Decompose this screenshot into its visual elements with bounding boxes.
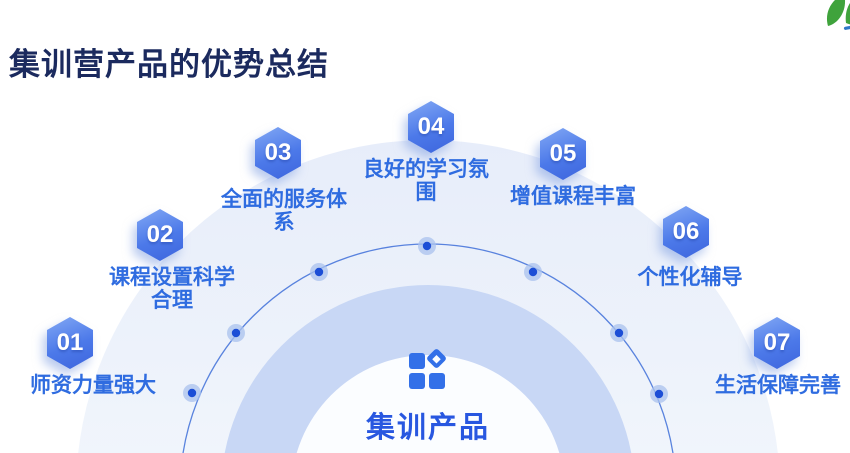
advantage-number: 02 bbox=[146, 221, 174, 248]
center-product-block: 集训产品 bbox=[338, 347, 518, 446]
hexagon-number-badge: 06 bbox=[663, 206, 709, 258]
advantage-item-5: 05 增值课程丰富 bbox=[508, 128, 638, 208]
brand-logo-leaf-icon bbox=[824, 0, 850, 42]
advantage-number: 06 bbox=[672, 218, 700, 245]
advantage-item-3: 03 全面的服务体系 bbox=[219, 127, 349, 234]
center-product-title: 集训产品 bbox=[365, 412, 490, 444]
advantage-label: 生活保障完善 bbox=[715, 374, 841, 397]
advantage-label: 师资力量强大 bbox=[30, 374, 156, 397]
advantage-number: 07 bbox=[763, 329, 791, 356]
advantage-number: 01 bbox=[56, 329, 84, 356]
advantage-item-6: 06 个性化辅导 bbox=[625, 206, 755, 289]
hexagon-number-badge: 01 bbox=[47, 317, 93, 369]
advantage-item-1: 01 师资力量强大 bbox=[28, 317, 158, 397]
advantage-item-7: 07 生活保障完善 bbox=[713, 317, 843, 397]
hexagon-number-badge: 02 bbox=[137, 209, 183, 261]
advantage-number: 05 bbox=[549, 140, 577, 167]
hexagon-number-badge: 07 bbox=[754, 317, 800, 369]
advantage-item-4: 04 良好的学习氛围 bbox=[361, 101, 491, 204]
page-title: 集训营产品的优势总结 bbox=[9, 46, 329, 82]
advantage-item-2: 02 课程设置科学合理 bbox=[107, 209, 237, 312]
advantage-label: 课程设置科学合理 bbox=[109, 266, 235, 313]
advantage-number: 03 bbox=[264, 139, 292, 166]
hexagon-number-badge: 03 bbox=[255, 127, 301, 179]
advantage-label: 增值课程丰富 bbox=[510, 185, 636, 208]
advantage-label: 全面的服务体系 bbox=[221, 188, 347, 235]
advantage-label: 个性化辅导 bbox=[637, 266, 743, 289]
advantage-number: 04 bbox=[417, 113, 445, 140]
advantage-label: 良好的学习氛围 bbox=[363, 158, 489, 205]
hexagon-number-badge: 05 bbox=[540, 128, 586, 180]
apps-grid-icon bbox=[409, 347, 448, 390]
hexagon-number-badge: 04 bbox=[408, 101, 454, 153]
